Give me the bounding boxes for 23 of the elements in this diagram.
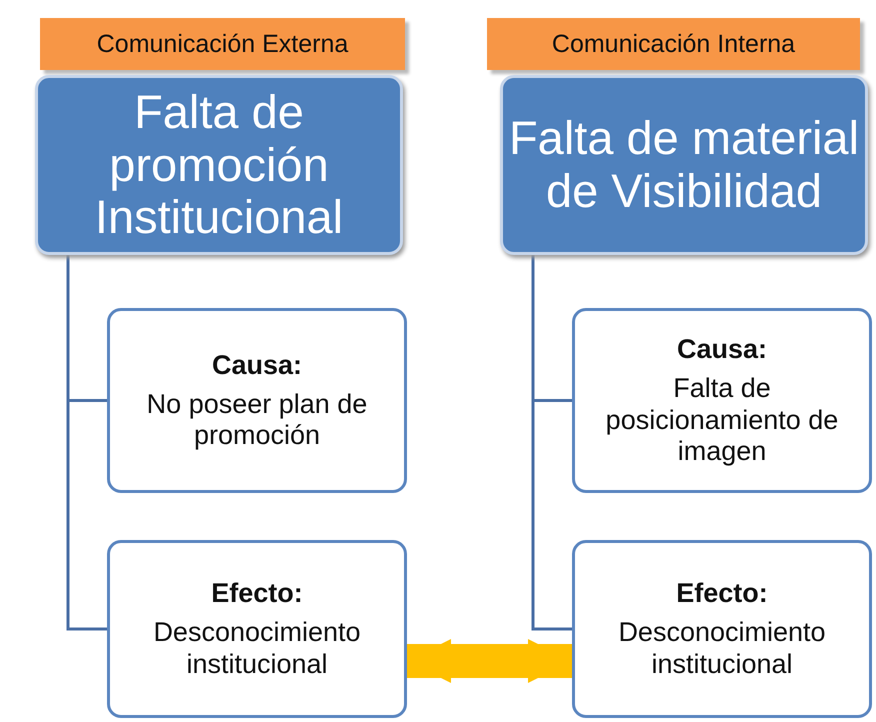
card-heading: Efecto:: [211, 578, 303, 610]
box-title: Falta de material de Visibilidad: [508, 112, 860, 218]
card-text: Falta de posicionamiento de imagen: [604, 373, 840, 467]
box-title: Comunicación Interna: [552, 30, 796, 58]
cause-effect-card: [572, 540, 872, 718]
category-header: [40, 18, 405, 70]
card-heading: Causa:: [212, 350, 302, 381]
category-header: [487, 18, 860, 70]
cause-effect-card: [107, 540, 407, 718]
cause-effect-card: [572, 308, 872, 493]
problem-box: [35, 75, 403, 255]
box-title: Comunicación Externa: [96, 30, 348, 58]
cause-effect-card: [107, 308, 407, 493]
card-text: Desconocimiento institucional: [152, 617, 362, 680]
card-text: Desconocimiento institucional: [617, 617, 827, 680]
connector-line: [66, 255, 107, 630]
problem-box: [500, 75, 868, 255]
card-heading: Efecto:: [676, 578, 768, 610]
box-title: Falta de promoción Institucional: [94, 86, 344, 244]
card-text: No poseer plan de promoción: [146, 388, 368, 452]
card-heading: Causa:: [676, 334, 768, 366]
double-arrow: [407, 639, 572, 684]
connector-line: [532, 255, 572, 630]
